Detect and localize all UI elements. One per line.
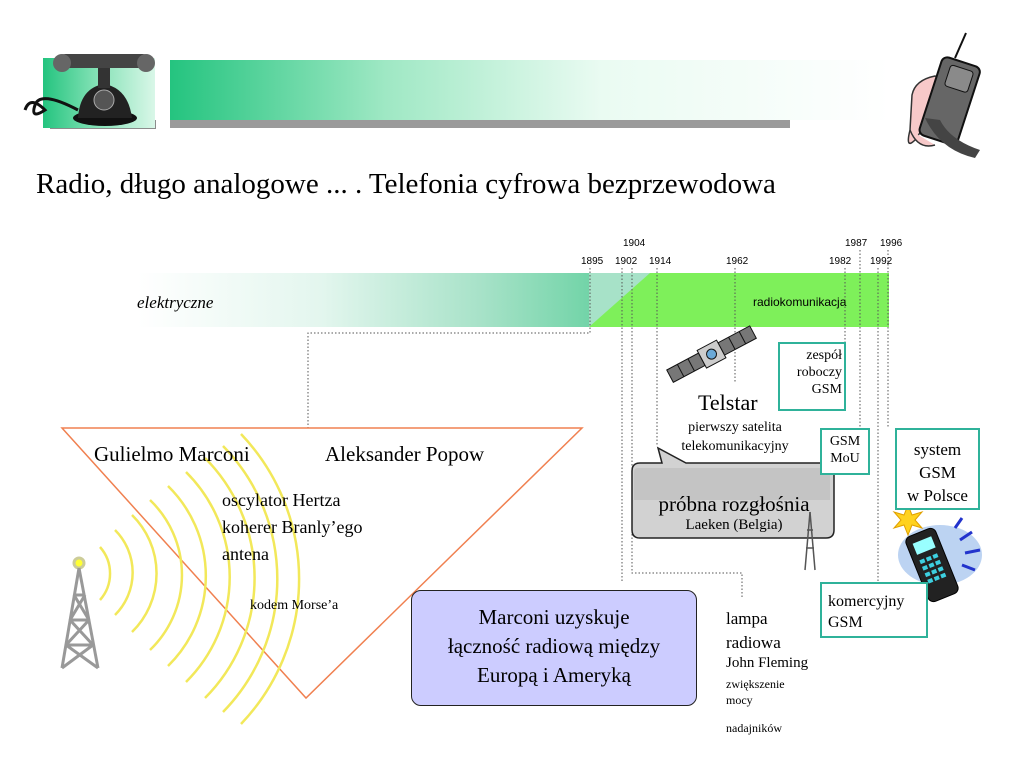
box-line: roboczy [796,365,842,380]
radio-tower-icon [60,556,100,670]
small-tower-icon [804,511,816,571]
invention-item: koherer Branly’ego [222,517,363,537]
box-line: GSM [811,382,842,397]
invention-item: oscylator Hertza [222,490,341,510]
box-line: zespół [806,348,842,363]
year-label: 1914 [649,256,672,267]
lamp-note-end: nadajników [726,721,782,735]
lamp-label: lampa radiowa [726,607,781,655]
gsm-working-group-box: zespół roboczy GSM [778,342,846,411]
box-line: Marconi uzyskuje [478,605,630,629]
popow-name: Aleksander Popow [325,442,485,466]
invention-list: oscylator Hertza koherer Branly’ego ante… [222,487,362,568]
year-label: 1987 [845,238,868,249]
box-line: GSM [919,463,956,482]
broadcast-callout: próbna rozgłośnia Laeken (Belgia) [634,492,834,534]
year-label: 1982 [829,256,852,267]
year-label: 1895 [581,256,604,267]
timeline-left-label: elektryczne [137,293,214,312]
box-line: w Polsce [907,486,968,505]
broadcast-subtitle: Laeken (Belgia) [685,517,783,533]
timeline-electric-bar [138,273,596,327]
box-line: komercyjny [828,593,905,610]
telstar-title: Telstar [698,390,758,415]
box-line: Europą i Ameryką [477,663,631,687]
box-line: łączność radiową między [447,634,661,658]
gsm-mou-box: GSM MoU [820,428,870,475]
year-label: 1996 [880,238,903,249]
marconi-achievement-box: Marconi uzyskuje łączność radiową między… [411,590,697,706]
lamp-note: zwiększenie mocy [726,676,785,708]
telstar-description: pierwszy satelita telekomunikacyjny [660,418,810,456]
ringing-phone-icon [892,503,982,603]
box-line: system [913,440,962,459]
telstar-line: pierwszy satelita [688,420,782,435]
year-label: 1992 [870,256,893,267]
header-banner-shadow [170,119,790,128]
page-title: Radio, długo analogowe ... . Telefonia c… [36,168,776,200]
header-banner [170,60,890,120]
box-line: MoU [830,451,860,466]
lamp-line: zwiększenie [726,677,785,691]
invention-item: antena [222,544,269,564]
box-line: GSM [829,434,861,449]
lamp-line: radiowa [726,633,781,652]
timeline-right-label: radiokomunikacja [753,295,847,309]
satellite-icon [666,325,757,384]
box-line: GSM [828,614,863,631]
lamp-inventor: John Fleming [726,655,809,671]
triangle-outline [60,427,584,700]
lamp-line: mocy [726,693,753,707]
year-label: 1904 [623,238,646,249]
telstar-line: telekomunikacyjny [681,439,789,454]
radio-waves-icon [99,433,301,725]
system-gsm-box: system GSM w Polsce [895,428,980,510]
timeline-year-lines [307,250,889,598]
year-label: 1962 [726,256,749,267]
mobile-phone-icon [907,32,981,158]
year-label: 1902 [615,256,638,267]
morse-code-label: kodem Morse’a [250,598,339,613]
broadcast-title: próbna rozgłośnia [658,492,810,516]
timeline-transition [589,273,650,327]
commercial-gsm-box: komercyjny GSM [820,582,928,638]
marconi-name: Gulielmo Marconi [94,442,250,466]
lamp-line: lampa [726,609,768,628]
old-telephone-icon [23,54,155,126]
